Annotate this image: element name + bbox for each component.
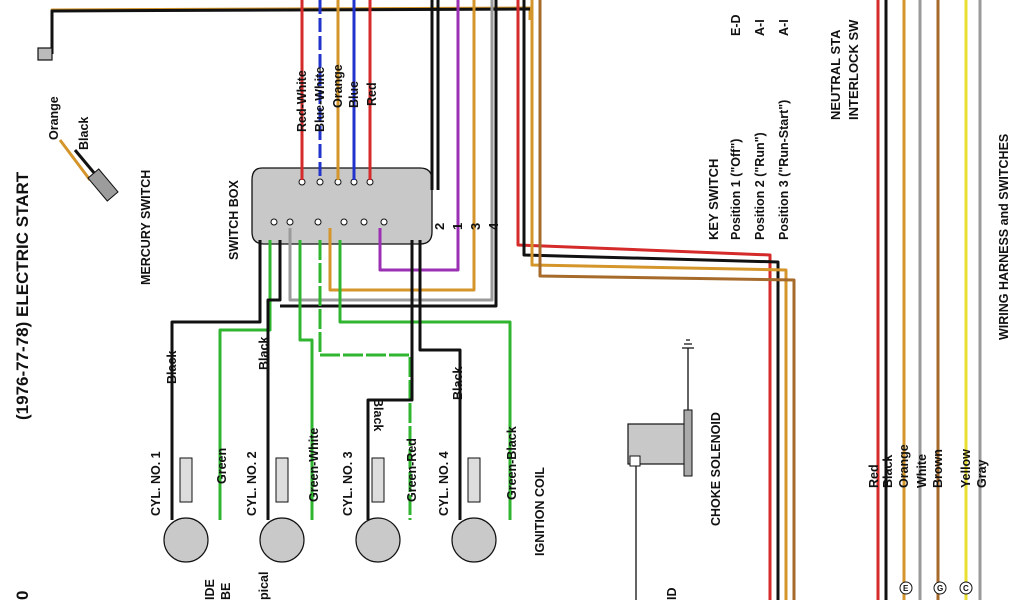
top-wire-label-red-white: Red-White — [295, 70, 309, 132]
cyl-3-label: CYL. NO. 3 — [341, 451, 355, 516]
terminal-glyph-e: E — [903, 584, 909, 593]
harness-wire-black: Black — [881, 455, 895, 488]
mercury-switch: Orange Black MERCURY SWITCH — [37, 47, 153, 285]
harness-wires: Red Black Orange White Brown Yellow Gray — [867, 0, 989, 600]
cylinder-4: CYL. NO. 4 Black Green-Black — [437, 367, 519, 563]
mercury-wire-label-black: Black — [77, 117, 91, 150]
key-switch-label: KEY SWITCH — [706, 159, 721, 240]
choke-solenoid: CHOKE SOLENOID ID — [627, 339, 723, 600]
cyl-1-label: CYL. NO. 1 — [149, 451, 163, 516]
top-wire-label-orange: Orange — [331, 64, 345, 108]
key-position-1: Position 1 ("Off") — [729, 139, 743, 240]
cyl-1-ground-wire-label: Black — [165, 351, 179, 384]
spark-plug-wires — [170, 240, 512, 520]
harness-wire-orange: Orange — [897, 444, 911, 488]
mercury-wire-label-orange: Orange — [47, 96, 61, 140]
cyl-3-ground-wire-label: Black — [371, 398, 385, 431]
switch-box-right-wires: 2 1 3 4 — [280, 0, 501, 308]
cyl-4-label: CYL. NO. 4 — [437, 451, 451, 516]
bottom-id-fragment: ID — [665, 588, 679, 600]
harness-wire-white: White — [915, 454, 929, 488]
terminal-number-1: 1 — [450, 223, 465, 230]
neutral-start-line-2: INTERLOCK SW — [846, 19, 861, 120]
switch-box-top-wires: Red-White Blue-White Orange Blue Red — [295, 0, 379, 180]
terminal-glyph-c: C — [963, 584, 969, 593]
diagram-title: (1976-77-78) ELECTRIC START — [13, 171, 32, 420]
key-position-3: Position 3 ("Run-Start") — [777, 100, 791, 240]
terminal-number-4: 4 — [486, 222, 501, 230]
key-position-2-code: A-I — [753, 19, 767, 36]
mercury-switch-label: MERCURY SWITCH — [139, 170, 153, 285]
top-wire-label-red: Red — [365, 82, 379, 106]
bottom-fragment-2: BE — [219, 583, 233, 600]
key-position-2: Position 2 ("Run") — [753, 132, 767, 240]
key-position-1-code: E-D — [729, 14, 743, 36]
top-wire-label-blue-white: Blue-White — [313, 67, 327, 132]
mercury-switch-body — [87, 168, 119, 202]
mercury-switch-connector — [37, 47, 53, 61]
cyl-2-label: CYL. NO. 2 — [245, 451, 259, 516]
key-switch-legend: KEY SWITCH Position 1 ("Off") Position 2… — [706, 14, 791, 240]
neutral-start-line-1: NEUTRAL STA — [828, 29, 843, 120]
key-position-3-code: A-I — [777, 19, 791, 36]
ignition-coil-label: IGNITION COIL — [533, 467, 547, 556]
cyl-4-ground-wire-label: Black — [451, 367, 465, 400]
cylinder-1: CYL. NO. 1 Black Green — [149, 351, 229, 563]
harness-wire-red: Red — [867, 464, 881, 488]
harness-label: WIRING HARNESS and SWITCHES — [997, 134, 1011, 340]
choke-solenoid-label: CHOKE SOLENOID — [709, 412, 723, 526]
cyl-2-signal-wire-label: Green-White — [307, 428, 321, 502]
title-prefix-fragment: 0 — [13, 591, 32, 600]
cyl-3-signal-wire-label: Green-Red — [405, 438, 419, 502]
switch-box: SWITCH BOX — [227, 167, 433, 260]
terminal-glyph-g: G — [937, 584, 943, 593]
bottom-fragment-3: pical — [257, 572, 271, 600]
top-wire-label-blue: Blue — [347, 81, 361, 108]
cyl-2-ground-wire-label: Black — [257, 337, 271, 370]
cylinder-2: CYL. NO. 2 Black Green-White — [245, 337, 321, 563]
harness-wire-yellow: Yellow — [959, 449, 973, 488]
terminal-number-2: 2 — [432, 223, 447, 230]
harness-wire-brown: Brown — [931, 449, 945, 488]
harness-terminals: E G C — [899, 581, 973, 595]
bottom-fragment-1: IDE — [203, 579, 217, 600]
cyl-1-signal-wire-label: Green — [215, 448, 229, 484]
cyl-4-signal-wire-label: Green-Black — [505, 426, 519, 500]
cylinder-3: CYL. NO. 3 Black Green-Red — [341, 398, 419, 563]
switch-box-label: SWITCH BOX — [227, 179, 241, 260]
harness-wire-gray: Gray — [975, 459, 989, 488]
harness-trunk-wires — [516, 0, 796, 600]
terminal-number-3: 3 — [468, 223, 483, 230]
